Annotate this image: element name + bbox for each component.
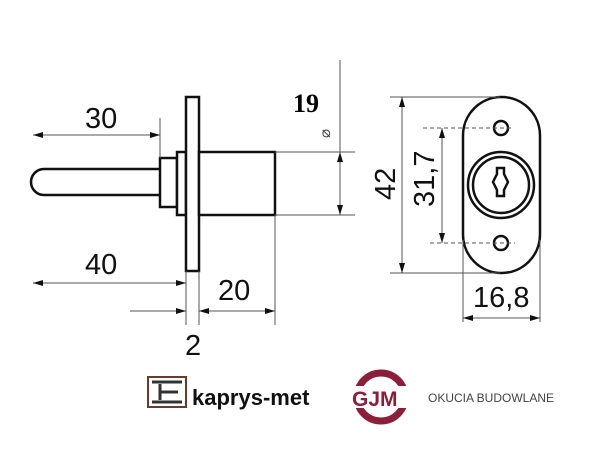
dim-2-label: 2	[185, 330, 201, 362]
gjm-logo: GJM OKUCIA BUDOWLANE	[350, 369, 554, 425]
kaprys-met-logo: kaprys-met	[147, 376, 310, 410]
dim-40-label: 40	[85, 249, 117, 281]
pin	[29, 167, 160, 197]
dim-31-7-label: 31,7	[409, 151, 441, 207]
collar	[158, 156, 179, 209]
cylinder-body	[197, 150, 277, 217]
svg-text:OKUCIA BUDOWLANE: OKUCIA BUDOWLANE	[428, 391, 554, 405]
keyhole-icon	[491, 166, 510, 198]
dim-30-label: 30	[85, 103, 117, 135]
diameter-symbol: ⌀	[317, 129, 334, 138]
dim-19-label: 19	[293, 89, 319, 118]
dim-42-label: 42	[370, 168, 402, 200]
front-view: 42 31,7 16,8	[370, 95, 542, 322]
flange	[184, 95, 201, 273]
side-view: 30 40 20 2 19 ⌀	[29, 60, 355, 362]
collar-2	[175, 150, 188, 217]
dim-16-8-label: 16,8	[473, 282, 529, 314]
svg-text:GJM: GJM	[352, 388, 398, 411]
dim-20-label: 20	[218, 275, 250, 307]
svg-text:kaprys-met: kaprys-met	[192, 385, 310, 410]
